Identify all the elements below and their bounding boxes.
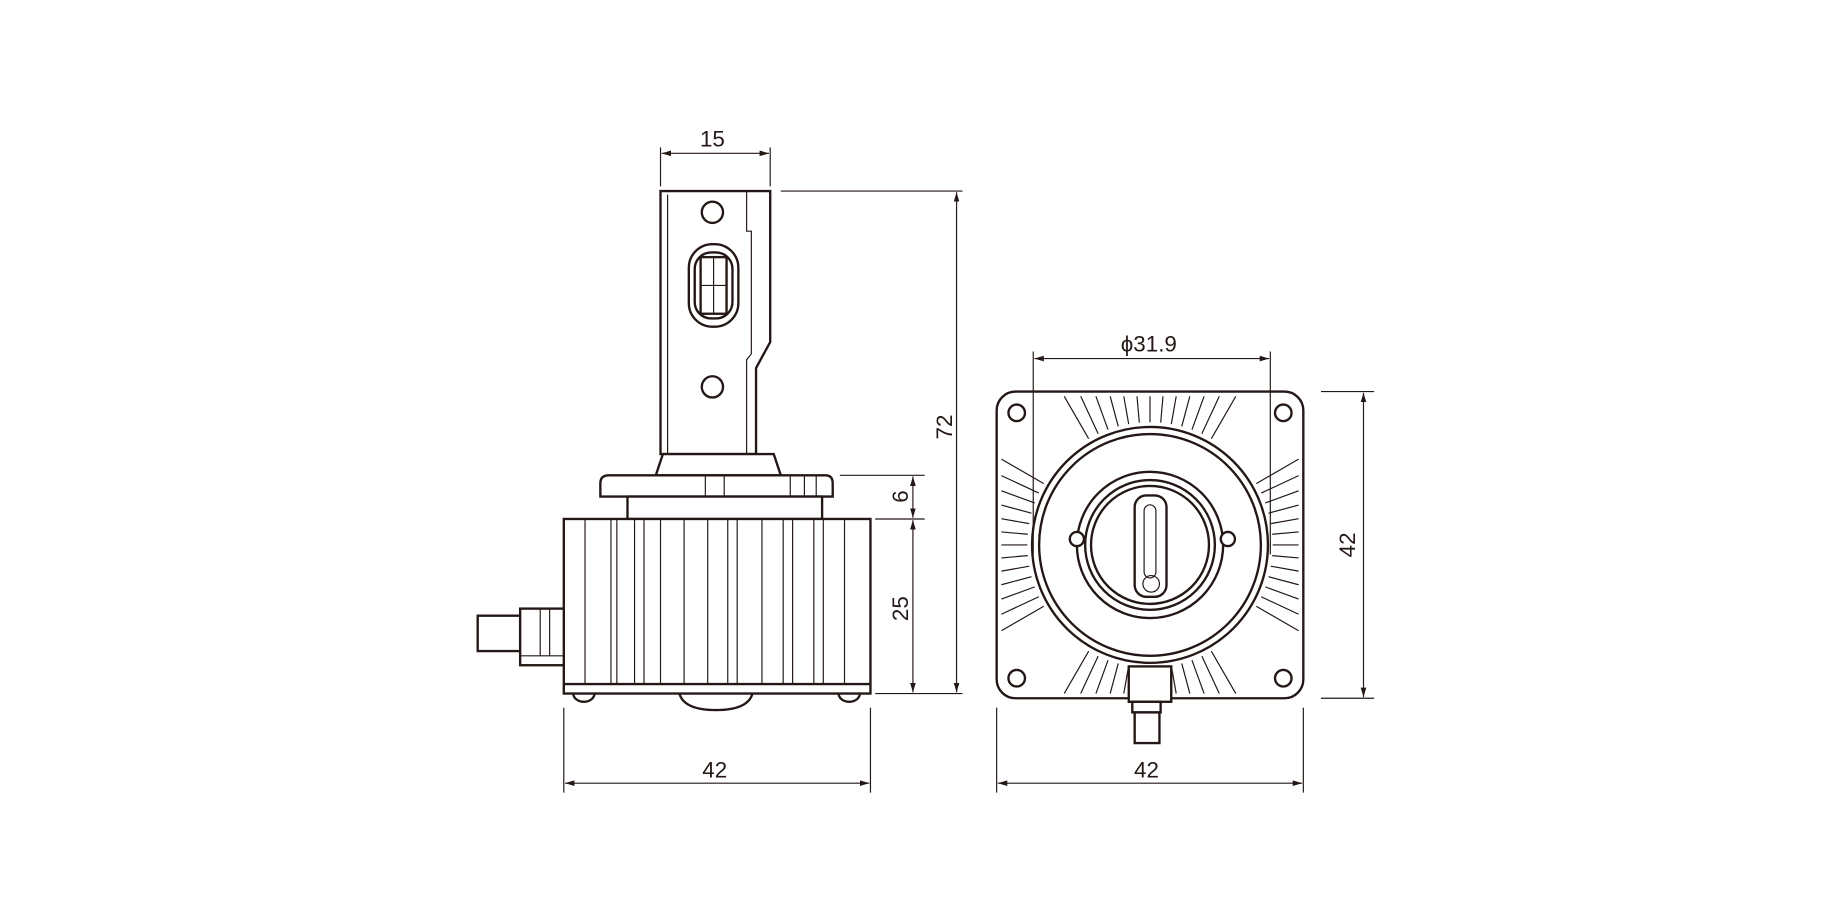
fin-line <box>1255 605 1299 632</box>
neck <box>626 495 824 521</box>
fin-line <box>1260 596 1299 615</box>
fin-line <box>1210 650 1237 694</box>
fin-line <box>1201 655 1220 694</box>
fin-line <box>1160 396 1164 423</box>
fin-line <box>1272 531 1299 535</box>
fin-line <box>1181 396 1191 427</box>
fin-line <box>1181 663 1191 694</box>
fin-line <box>1001 490 1035 504</box>
fin-line <box>1268 576 1299 586</box>
fin-line <box>1191 659 1205 694</box>
fin-line <box>1170 396 1177 425</box>
fin-line <box>1210 396 1237 439</box>
led-bulb-icon <box>1133 494 1168 598</box>
fin-line <box>1136 396 1140 423</box>
front-dimensions: ϕ31.9 42 42 <box>996 331 1375 793</box>
fin-line <box>1001 565 1030 572</box>
dim-body-height: 25 <box>888 596 913 621</box>
fin-line <box>1080 396 1099 434</box>
fin-line <box>1001 605 1045 632</box>
dim-ring-diameter: ϕ31.9 <box>1121 331 1177 356</box>
fin-line <box>1191 396 1205 430</box>
connector-plug <box>476 607 565 667</box>
fin-line <box>1255 458 1299 485</box>
led-chip-icon <box>687 242 740 328</box>
dim-flange-height: 6 <box>888 490 913 502</box>
side-dimensions: 15 72 6 25 42 <box>563 126 963 793</box>
fin-line <box>1001 518 1030 525</box>
dim-side-width: 42 <box>702 757 727 782</box>
fin-line <box>1001 586 1035 600</box>
fin-line <box>1265 586 1299 600</box>
fin-line <box>1123 396 1130 425</box>
fin-line <box>1001 458 1045 485</box>
fin-line <box>1063 396 1090 439</box>
dim-front-width: 42 <box>1134 757 1159 782</box>
side-view <box>476 189 872 712</box>
fin-line <box>1001 475 1040 494</box>
fin-line <box>1272 555 1299 559</box>
fin-line <box>1001 555 1028 559</box>
front-connector <box>1127 665 1173 745</box>
fin-line <box>1095 396 1109 430</box>
fin-line <box>1095 659 1109 694</box>
fin-line <box>1109 663 1119 694</box>
mount-hole-bottom <box>700 375 725 399</box>
fin-line <box>1270 518 1299 525</box>
fin-line <box>1270 565 1299 572</box>
flange <box>599 474 834 498</box>
mount-hole-top <box>700 200 725 225</box>
stem <box>659 189 772 456</box>
fin-line <box>1001 576 1032 586</box>
fin-line <box>1268 504 1299 514</box>
heatsink-body <box>562 517 872 695</box>
fin-line <box>1001 596 1040 615</box>
front-view <box>995 390 1305 745</box>
dim-stem-width: 15 <box>700 126 725 151</box>
collar <box>654 452 783 477</box>
fin-line <box>1001 531 1028 535</box>
dim-total-height: 72 <box>932 415 957 440</box>
fin-line <box>1260 475 1299 494</box>
fin-line <box>1109 396 1119 427</box>
fin-line <box>1080 655 1099 694</box>
dim-front-height: 42 <box>1335 532 1360 557</box>
fin-line <box>1001 504 1032 514</box>
fin-line <box>1201 396 1220 434</box>
fin-line <box>1063 650 1090 694</box>
base-feet <box>572 693 862 712</box>
corner-slots <box>1007 403 1293 688</box>
